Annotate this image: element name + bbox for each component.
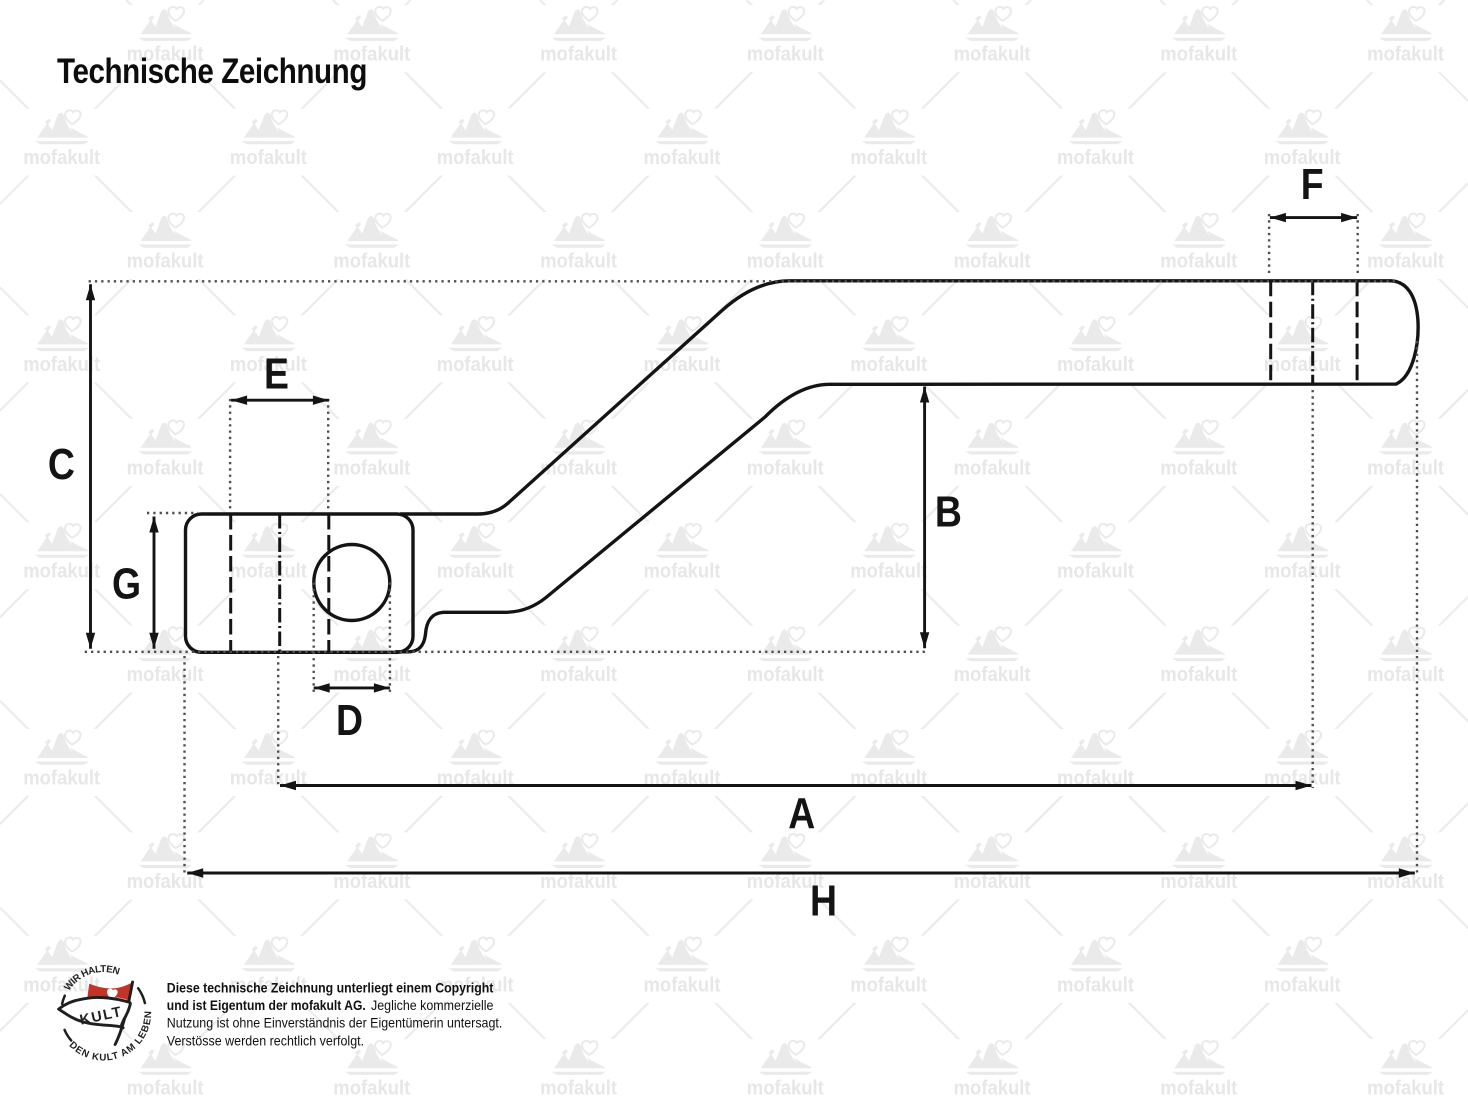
svg-text:H: H xyxy=(810,875,837,925)
svg-text:und ist Eigentum der mofakult: und ist Eigentum der mofakult AG. xyxy=(167,998,366,1013)
svg-text:Diese technische Zeichnung unt: Diese technische Zeichnung unterliegt ei… xyxy=(167,980,494,995)
svg-text:E: E xyxy=(264,348,289,398)
svg-text:Jegliche kommerzielle: Jegliche kommerzielle xyxy=(371,998,494,1013)
svg-text:Technische Zeichnung: Technische Zeichnung xyxy=(57,51,367,91)
svg-text:F: F xyxy=(1301,159,1324,209)
svg-text:C: C xyxy=(48,439,75,489)
svg-text:Nutzung ist ohne Einverständni: Nutzung ist ohne Einverständnis der Eige… xyxy=(167,1016,503,1031)
svg-text:D: D xyxy=(336,695,363,745)
svg-text:B: B xyxy=(935,487,962,537)
svg-text:Verstösse werden rechtlich ver: Verstösse werden rechtlich verfolgt. xyxy=(167,1033,364,1048)
svg-text:A: A xyxy=(788,788,815,838)
svg-text:G: G xyxy=(112,559,141,609)
